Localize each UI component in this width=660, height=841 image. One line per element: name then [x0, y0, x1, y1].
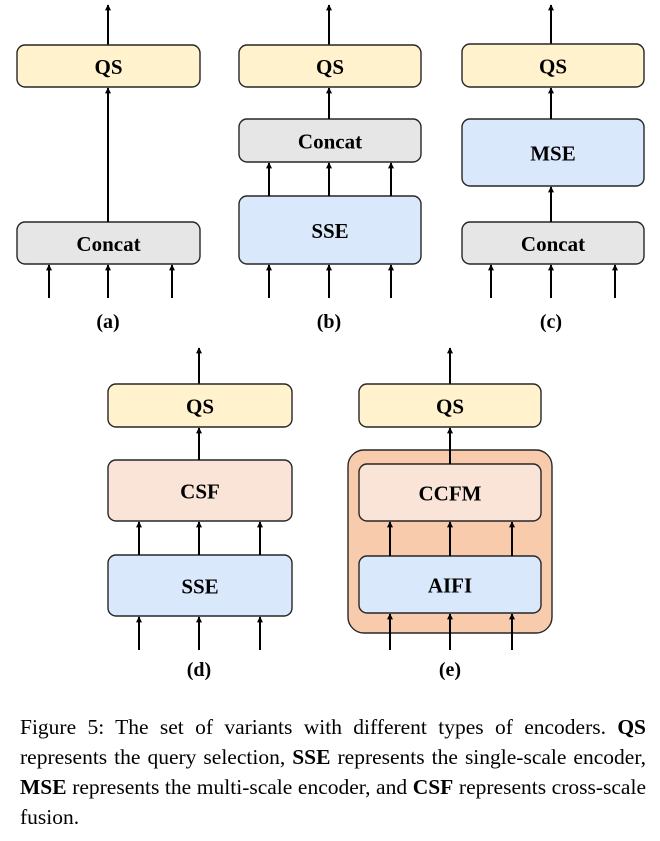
panel-b-label: (b): [317, 311, 341, 333]
panel-b-block-qs-label: QS: [316, 55, 344, 79]
panel-e-block-aifi-label: AIFI: [428, 574, 472, 598]
figure-caption: Figure 5: The set of variants with diffe…: [20, 712, 646, 832]
panel-a-block-qs-label: QS: [94, 55, 122, 79]
panel-e-block-qs-label: QS: [436, 395, 464, 419]
panel-e-block-ccfm-label: CCFM: [419, 482, 482, 506]
caption-text-sse: represents the single-scale encoder,: [330, 745, 646, 769]
panel-a-label: (a): [96, 311, 119, 333]
panel-b-block-concat-label: Concat: [298, 130, 362, 154]
caption-term-sse: SSE: [292, 745, 331, 769]
panel-d-block-csf-label: CSF: [180, 480, 220, 504]
caption-term-qs: QS: [617, 715, 646, 739]
panel-c-block-qs: [461, 43, 645, 88]
panel-d-block-sse-label: SSE: [181, 575, 218, 599]
panel-d-block-qs: [107, 383, 293, 428]
panel-c-block-concat-label: Concat: [521, 232, 585, 256]
panel-c-label: (c): [540, 311, 562, 333]
caption-text-mse: represents the multi-scale encoder, and: [66, 775, 413, 799]
panel-c-block-qs-label: QS: [539, 55, 567, 79]
panel-e-label: (e): [439, 659, 461, 681]
caption-text-qs: represents the query selection,: [20, 745, 293, 769]
panel-d-block-qs-label: QS: [186, 395, 214, 419]
caption-term-csf: CSF: [412, 775, 454, 799]
caption-prefix: Figure 5: The set of variants with diffe…: [20, 715, 618, 739]
caption-text-csf: represents cross-scale fusion.: [20, 775, 646, 829]
encoder-variants-diagram: QSConcat(a)QSConcatSSE(b)QSMSEConcat(c)Q…: [16, 4, 645, 681]
panel-b-block-sse-label: SSE: [311, 219, 348, 243]
panel-d-label: (d): [187, 659, 211, 681]
panel-a-block-concat-label: Concat: [76, 232, 140, 256]
panel-b-block-qs: [238, 44, 422, 88]
panel-a-block-qs: [16, 44, 201, 88]
panel-c-block-mse-label: MSE: [530, 142, 576, 166]
panel-c-block-concat: [461, 221, 645, 265]
panel-e-block-qs: [358, 383, 542, 428]
panel-c-block-mse: [461, 118, 645, 187]
caption-term-mse: MSE: [20, 775, 67, 799]
